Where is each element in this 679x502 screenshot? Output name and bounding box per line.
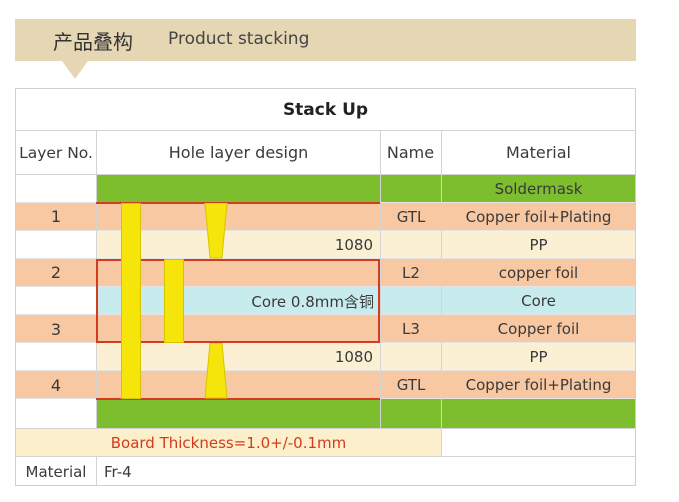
copper-line-l1 [96,202,380,204]
layer-2-band [16,259,635,286]
layer-3-band [16,315,635,343]
blind-via-bottom [204,343,228,399]
layer-no-cell: 1 [50,207,62,226]
layer-name-cell: L2 [402,263,420,282]
material-footer-label: Material [25,462,87,481]
core-outline [96,259,380,343]
soldermask-top-band [96,175,635,202]
stackup-table [15,88,636,486]
layer-no-cell [16,175,96,202]
material-cell: Copper foil+Plating [465,207,612,226]
layer-4-band [16,371,635,399]
material-cell: Copper foil+Plating [465,376,612,394]
material-cell: copper foil [498,263,579,282]
divider [16,130,635,131]
column-divider [441,131,442,456]
through-hole-via [121,203,141,399]
material-cell: Core [521,292,556,310]
column-divider [380,131,381,428]
board-thickness-band [16,429,441,456]
pp-top-band [96,231,635,258]
layer-no-cell: 4 [50,375,62,395]
blind-via-top [204,203,228,259]
layer-no-cell: 3 [50,319,62,339]
layer-name-cell: GTL [396,376,426,394]
copper-line-l4 [96,398,380,400]
divider [16,174,635,175]
material-cell: PP [529,235,548,254]
header-material: Material [506,143,571,162]
material-cell: Soldermask [494,179,583,198]
header-layer-no: Layer No. [19,143,93,162]
layer-name-cell: L3 [402,320,420,338]
divider [16,314,635,315]
header-name: Name [386,143,435,162]
banner-pointer [62,61,88,79]
soldermask-bottom-band [96,399,635,428]
divider [16,456,635,457]
divider [16,428,635,429]
material-cell: Copper foil [497,320,580,338]
header-hole-layer-design: Hole layer design [168,143,309,162]
banner-title-en: Product stacking [168,29,310,49]
banner-title-cn: 产品叠构 [53,30,133,54]
section-banner [15,19,636,61]
buried-via [164,259,184,343]
board-thickness: Board Thickness=1.0+/-0.1mm [110,433,347,452]
divider [16,258,635,259]
divider [16,286,635,287]
layer-name-cell: GTL [396,207,426,226]
pp-thickness-label: 1080 [334,348,373,366]
divider [16,370,635,371]
layer-no-cell: 2 [50,263,62,282]
pp-bottom-band [96,343,635,371]
material-footer-value: Fr-4 [104,462,132,481]
layer-1-band [16,203,635,230]
table-title: Stack Up [282,99,369,120]
core-band [96,287,635,315]
column-divider [96,457,97,486]
divider [16,230,635,231]
material-cell: PP [529,348,548,366]
core-label: Core 0.8mm含铜 [251,292,374,311]
pp-thickness-label: 1080 [334,235,373,254]
